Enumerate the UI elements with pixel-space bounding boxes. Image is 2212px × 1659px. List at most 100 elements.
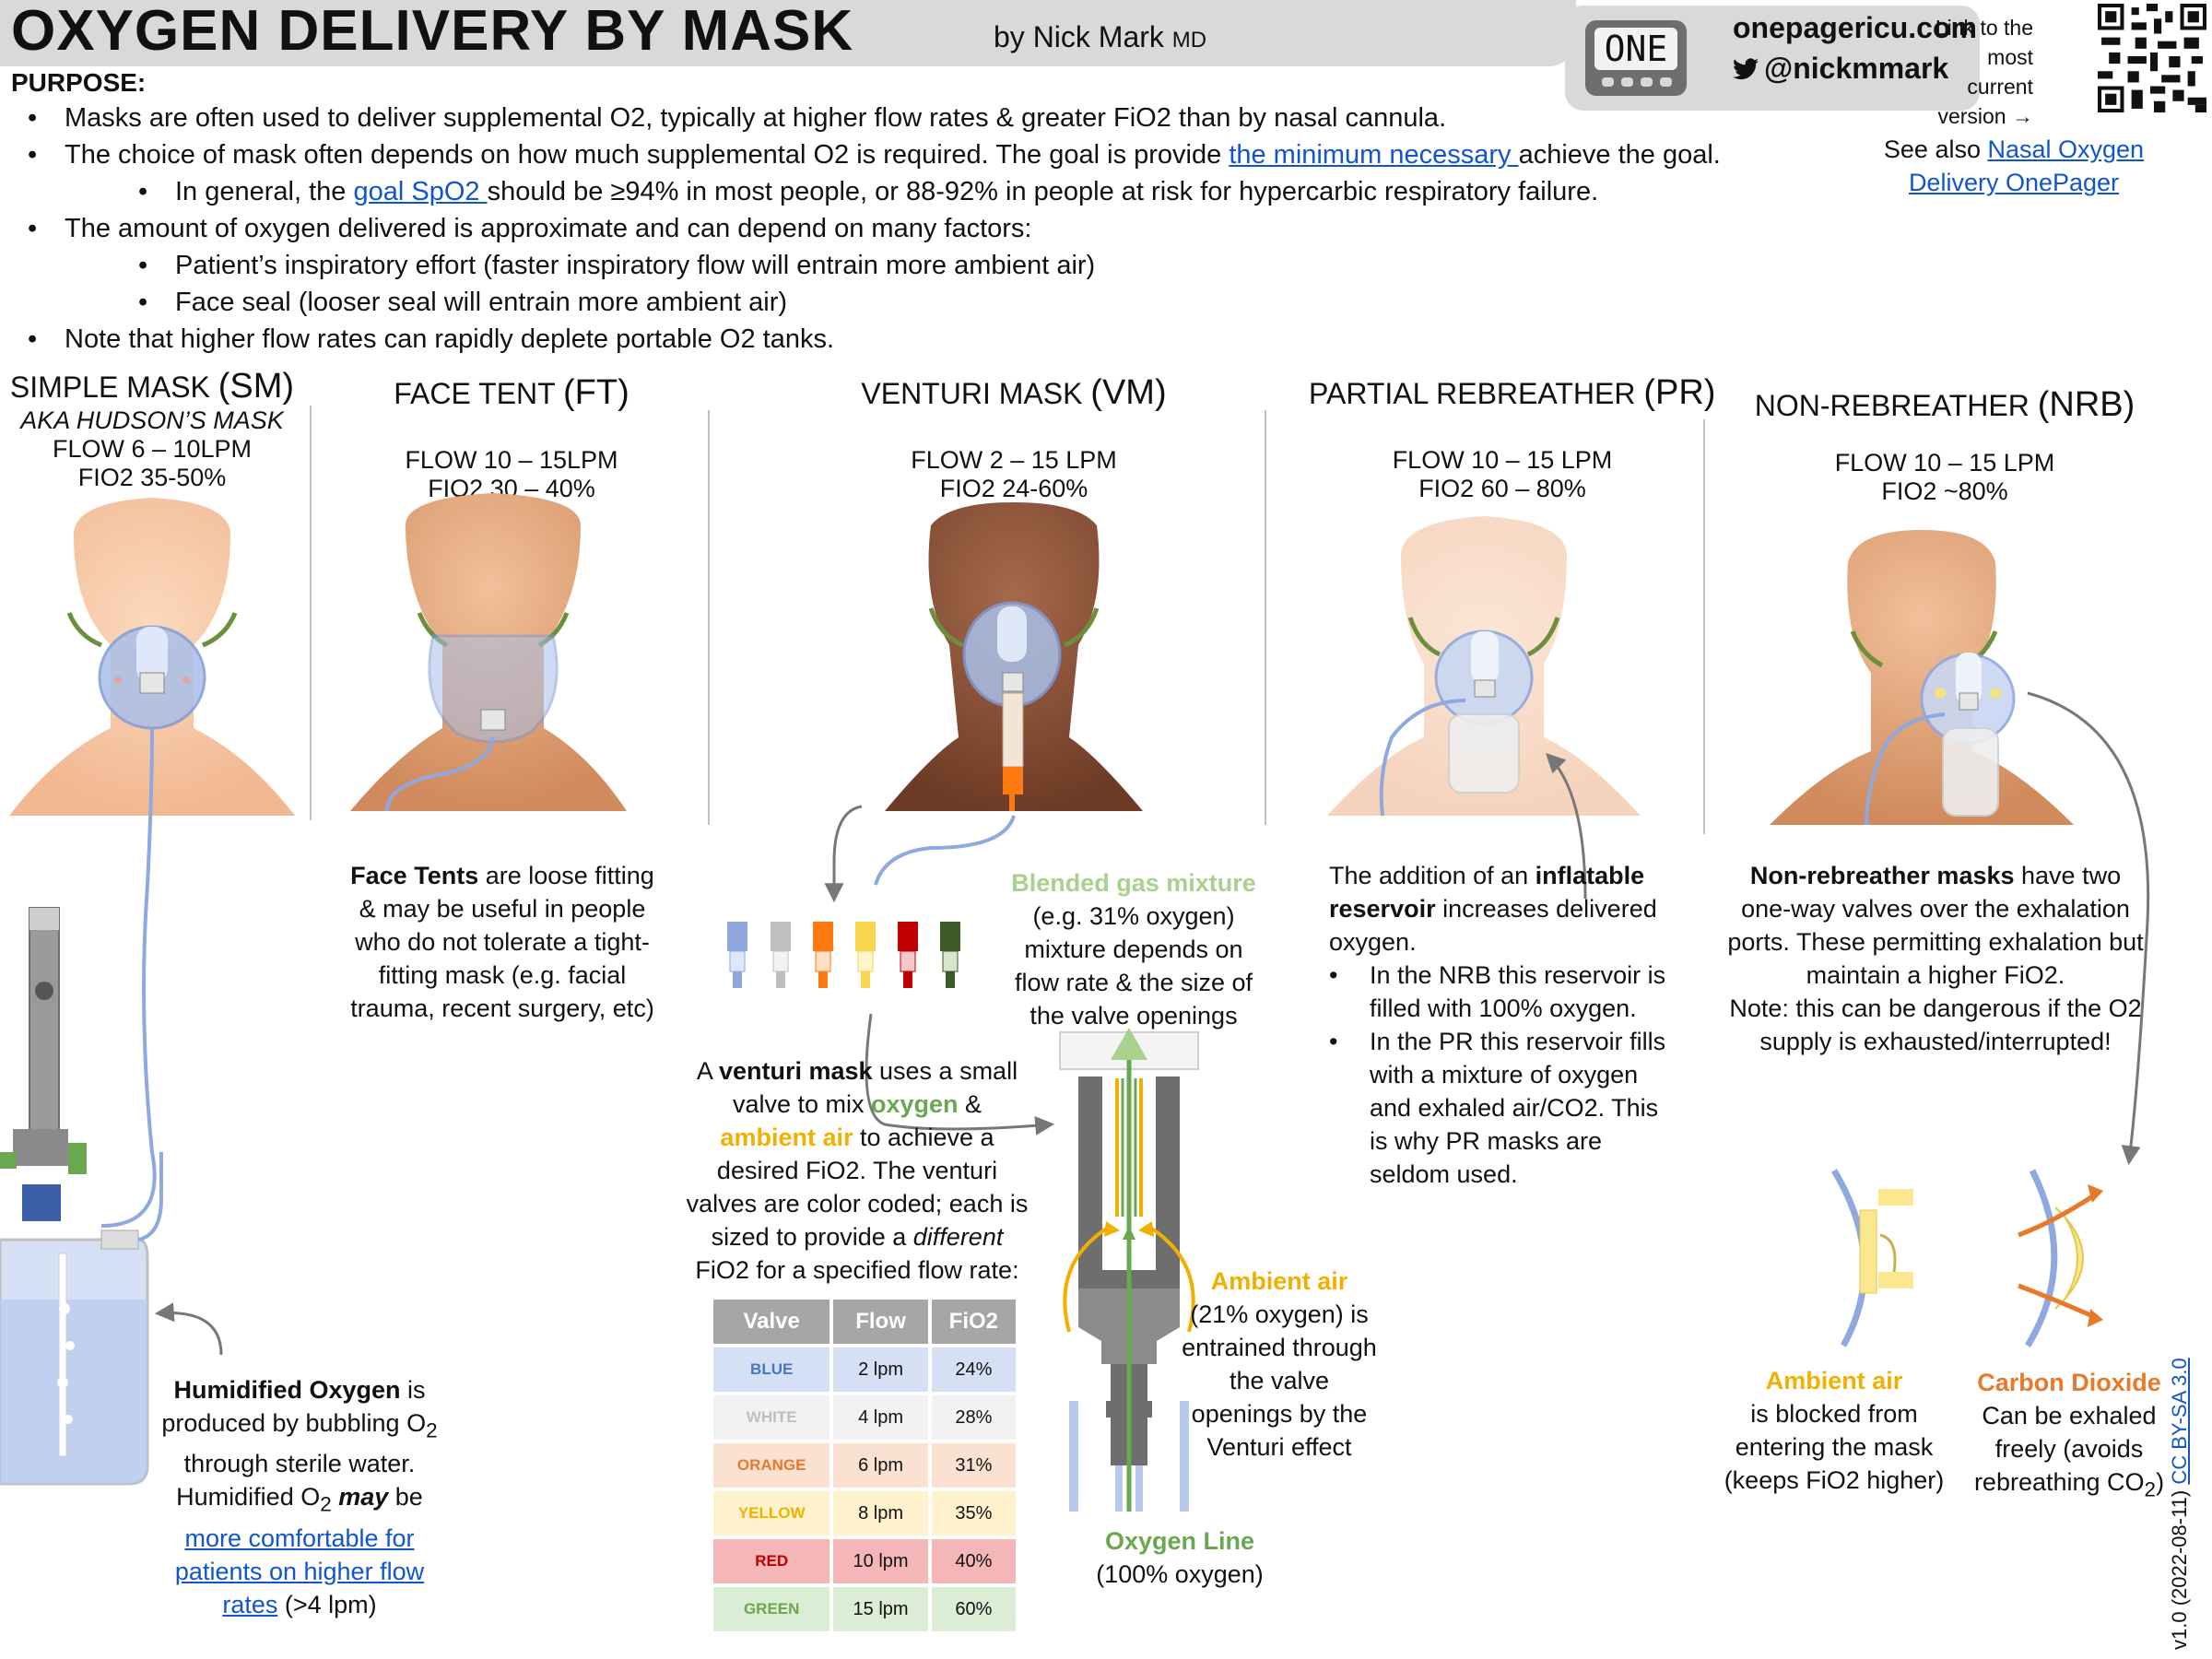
non-rebreather-flow: FLOW 10 – 15 LPM: [1834, 449, 2055, 477]
comfortable-link[interactable]: more comfortable for patients on higher …: [174, 1524, 425, 1618]
nasal-oxygen-link[interactable]: Nasal Oxygen Delivery OnePager: [1908, 135, 2145, 196]
bullet-2-text: The choice of mask often depends on how …: [65, 140, 1230, 170]
ambient-air-title: Ambient air: [1210, 1267, 1348, 1295]
oxygen-line-text: (100% oxygen): [1096, 1560, 1264, 1588]
simple-mask-aka: AKA HUDSON’S MASK: [20, 406, 284, 434]
face-tent-illustration: [350, 493, 627, 812]
fio2-cell: 60%: [931, 1587, 1016, 1631]
face-tent-header: FACE TENT (FT) FLOW 10 – 15LPM FIO2 30 –…: [359, 373, 664, 503]
license-link[interactable]: CC BY-SA 3.0: [2168, 1358, 2191, 1485]
nrb-co2-title: Carbon Dioxide: [1977, 1369, 2161, 1396]
flow-cell: 15 lpm: [833, 1587, 928, 1631]
pr-note: The addition of an inflatable reservoir …: [1329, 859, 1679, 1191]
simple-mask-illustration: [9, 498, 295, 1228]
nrb-ambient-title: Ambient air: [1765, 1367, 1903, 1394]
bullet-3: The amount of oxygen delivered is approx…: [28, 210, 1853, 247]
nrb-ambient-text: is blocked from entering the mask (keeps…: [1724, 1400, 1945, 1494]
flow-cell: 8 lpm: [833, 1491, 928, 1535]
byline-author: by Nick Mark: [994, 20, 1164, 53]
version-text: v1.0 (2022-08-11): [2168, 1484, 2191, 1650]
bullet-4: Note that higher flow rates can rapidly …: [28, 321, 1853, 358]
site-link[interactable]: onepagericu.com: [1733, 11, 1977, 44]
version-footer: v1.0 (2022-08-11) CC BY-SA 3.0: [2168, 1358, 2192, 1650]
table-header-row: Valve Flow FiO2: [713, 1300, 1016, 1344]
twitter-bird-icon: [1733, 58, 1759, 80]
non-rebreather-title: NON-REBREATHER (NRB): [1754, 385, 2136, 424]
handle-text: @nickmmark: [1764, 52, 1949, 85]
onepager-logo: ONE: [1585, 20, 1687, 96]
ambient-air-text: (21% oxygen) is entrained through the va…: [1182, 1300, 1377, 1461]
non-rebreather-header: NON-REBREATHER (NRB) FLOW 10 – 15 LPM FI…: [1751, 385, 2138, 506]
col-header-fio2: FiO2: [931, 1300, 1016, 1344]
humidified-note: Humidified Oxygen is produced by bubblin…: [161, 1376, 438, 1618]
simple-mask-title: SIMPLE MASK (SM): [9, 367, 295, 406]
bullet-3b: Face seal (looser seal will entrain more…: [138, 284, 1853, 321]
valve-cell: WHITE: [713, 1395, 830, 1440]
bullet-2a: In general, the goal SpO2 should be ≥94%…: [138, 173, 1853, 210]
venturi-mask-fio2: FIO2 24-60%: [939, 475, 1088, 502]
valve-cell: BLUE: [713, 1347, 830, 1392]
column-divider: [1265, 410, 1266, 825]
valve-cell: GREEN: [713, 1587, 830, 1631]
bullet-1: Masks are often used to deliver suppleme…: [28, 100, 1853, 136]
header-bar: [0, 0, 1576, 66]
valve-cell: ORANGE: [713, 1443, 830, 1488]
nrb-note: Non-rebreather masks have two one-way va…: [1724, 859, 2147, 1058]
oxygen-line-title: Oxygen Line: [1104, 1527, 1255, 1555]
fio2-cell: 24%: [931, 1347, 1016, 1392]
venturi-mask-flow: FLOW 2 – 15 LPM: [911, 446, 1117, 474]
venturi-diagram: [1059, 1028, 1199, 1512]
venturi-valves: [727, 922, 1055, 1135]
flow-cell: 6 lpm: [833, 1443, 928, 1488]
simple-mask-flow: FLOW 6 – 10LPM: [52, 435, 253, 463]
bullet-3a: Patient’s inspiratory effort (faster ins…: [138, 247, 1853, 284]
qr-code-icon[interactable]: [2098, 4, 2206, 112]
ambient-air-label: Ambient air (21% oxygen) is entrained thr…: [1178, 1265, 1381, 1464]
face-tent-title: FACE TENT (FT): [394, 373, 629, 412]
blended-gas-label: Blended gas mixture(e.g. 31% oxygen) mix…: [1000, 866, 1267, 1032]
see-also: See also Nasal Oxygen Delivery OnePager: [1880, 133, 2147, 199]
non-rebreather-fio2: FIO2 ~80%: [1881, 477, 2008, 505]
simple-mask-fio2: FIO2 35-50%: [77, 464, 227, 491]
flow-cell: 4 lpm: [833, 1395, 928, 1440]
valve-cell: RED: [713, 1539, 830, 1583]
logo-dots: [1602, 77, 1672, 87]
fio2-cell: 28%: [931, 1395, 1016, 1440]
nrb-valve-diagrams: [1830, 1169, 2103, 1347]
venturi-mask-header: VENTURI MASK (VM) FLOW 2 – 15 LPM FIO2 2…: [830, 373, 1198, 503]
bullet-2: The choice of mask often depends on how …: [28, 136, 1853, 173]
fio2-cell: 40%: [931, 1539, 1016, 1583]
column-divider: [310, 406, 312, 820]
twitter-handle[interactable]: @nickmmark: [1733, 52, 1948, 86]
venturi-mask-title: VENTURI MASK (VM): [861, 373, 1167, 412]
valve-cell: YELLOW: [713, 1491, 830, 1535]
pr-note-bullet-2: In the PR this reservoir fills with a mi…: [1329, 1025, 1679, 1191]
nrb-note-warning: Note: this can be dangerous if the O2 su…: [1729, 994, 2142, 1055]
fio2-cell: 31%: [931, 1443, 1016, 1488]
purpose-heading: PURPOSE:: [11, 68, 147, 97]
partial-rebreather-title: PARTIAL REBREATHER (PR): [1309, 373, 1716, 412]
face-tent-flow: FLOW 10 – 15LPM: [405, 446, 618, 474]
non-rebreather-illustration: [1770, 530, 2150, 1166]
col-header-valve: Valve: [713, 1300, 830, 1344]
partial-rebreather-header: PARTIAL REBREATHER (PR) FLOW 10 – 15 LPM…: [1309, 373, 1716, 503]
bullet-2a-end: should be ≥94% in most people, or 88-92%…: [487, 177, 1599, 206]
purpose-bullets: Masks are often used to deliver suppleme…: [28, 100, 1853, 358]
venturi-mask-illustration: [824, 502, 1143, 903]
byline-suffix: MD: [1171, 28, 1207, 53]
goal-spo2-link[interactable]: goal SpO2: [353, 177, 488, 206]
partial-rebreather-illustration: [1327, 516, 1641, 900]
flow-cell: 2 lpm: [833, 1347, 928, 1392]
nrb-ambient-label: Ambient air is blocked from entering the …: [1724, 1364, 1945, 1497]
col-header-flow: Flow: [833, 1300, 928, 1344]
minimum-necessary-link[interactable]: the minimum necessary: [1229, 140, 1519, 170]
byline: by Nick Mark MD: [994, 20, 1206, 54]
flow-cell: 10 lpm: [833, 1539, 928, 1583]
column-divider: [1703, 419, 1705, 834]
